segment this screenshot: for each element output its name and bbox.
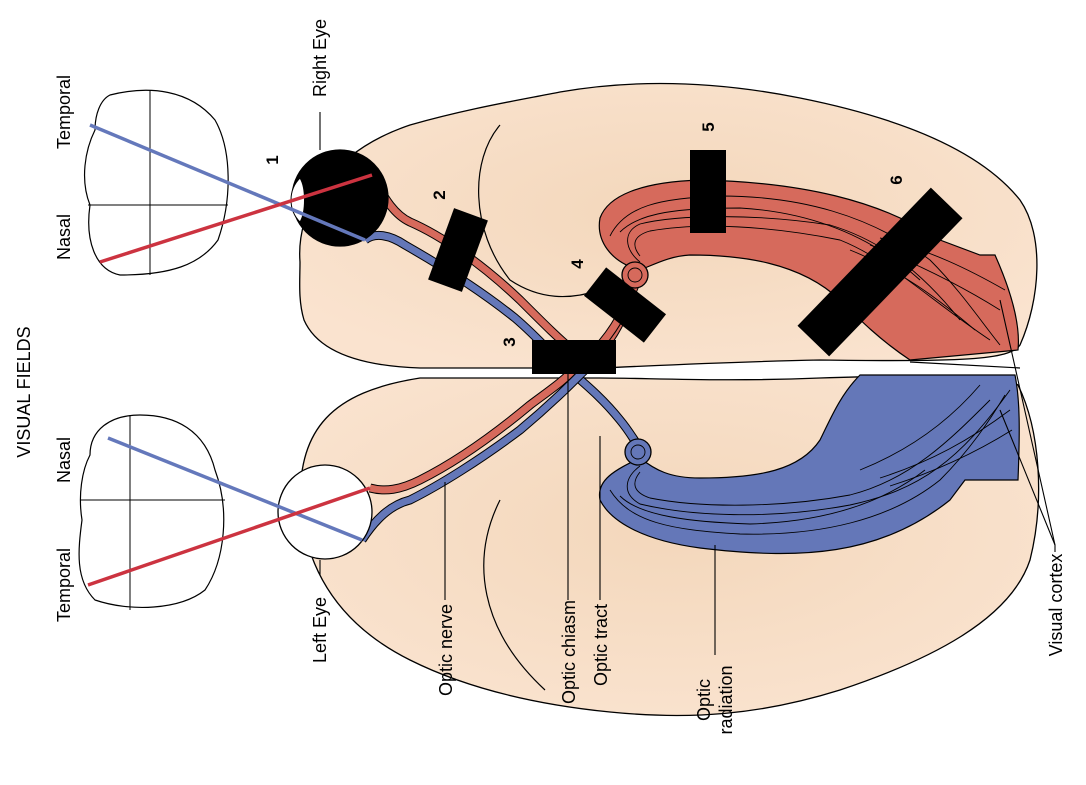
optic-radiation-label-line1: Optic [694, 679, 714, 721]
left-visual-field [79, 415, 224, 607]
optic-radiation-label-line2: radiation [716, 665, 736, 734]
optic-chiasm-label: Optic chiasm [559, 600, 579, 704]
visual-fields-heading: VISUAL FIELDS [14, 326, 34, 457]
optic-nerve-label: Optic nerve [436, 604, 456, 696]
optic-tract-label: Optic tract [591, 604, 611, 686]
left-eye-label: Left Eye [310, 597, 330, 663]
lesion-1-number: 1 [263, 155, 282, 164]
left-field-temporal-label: Temporal [54, 548, 74, 622]
lesion-2-number: 2 [430, 190, 449, 199]
right-field-nasal-label: Nasal [54, 214, 74, 260]
right-visual-field [85, 90, 229, 275]
longitudinal-fissure [910, 362, 1020, 368]
visual-cortex-label: Visual cortex [1046, 554, 1066, 657]
left-field-nasal-label: Nasal [54, 437, 74, 483]
lesion-3-bar [532, 340, 616, 374]
right-eye-label: Right Eye [310, 19, 330, 97]
right-field-temporal-label: Temporal [54, 75, 74, 149]
lesion-3-number: 3 [500, 337, 519, 346]
lesion-4-number: 4 [568, 259, 587, 269]
lesion-5-bar [690, 150, 726, 233]
right-eye [292, 150, 388, 246]
lesion-5-number: 5 [699, 122, 718, 131]
lesion-6-number: 6 [887, 175, 906, 184]
left-lateral-geniculate [625, 439, 651, 465]
